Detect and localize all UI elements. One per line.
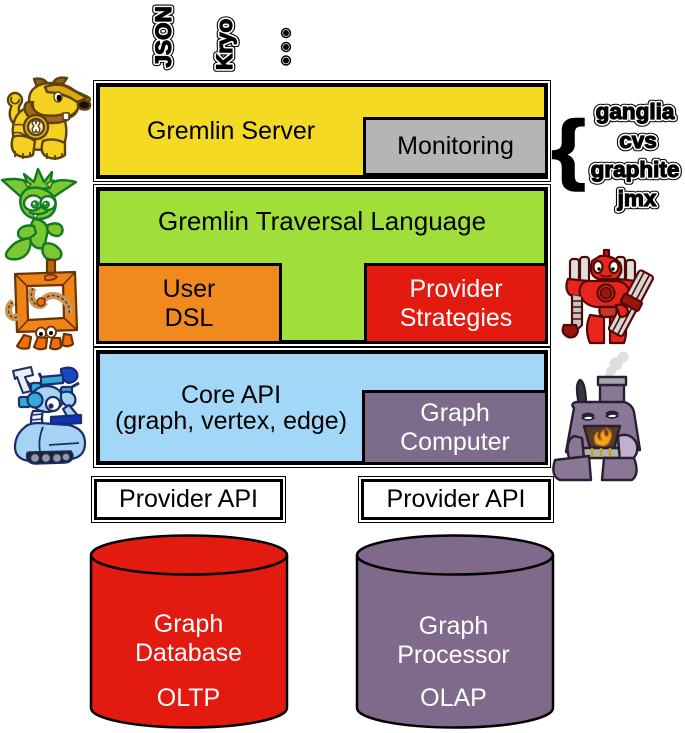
svg-text:graphite: graphite [591, 157, 680, 182]
svg-text:cvs: cvs [619, 128, 657, 153]
svg-text:ganglia: ganglia [596, 99, 675, 124]
svg-text:jmx: jmx [617, 186, 657, 211]
svg-text:jmx: jmx [617, 186, 657, 211]
svg-text:cvs: cvs [619, 128, 657, 153]
svg-text:JSON: JSON [151, 6, 176, 67]
svg-text:JSON: JSON [151, 6, 176, 67]
svg-text:{: { [551, 105, 585, 192]
svg-text:Kryo: Kryo [212, 19, 237, 70]
svg-text:graphite: graphite [591, 157, 680, 182]
svg-text:ganglia: ganglia [596, 99, 675, 124]
svg-text:Kryo: Kryo [212, 19, 237, 70]
svg-text:JSON: JSON [151, 6, 176, 67]
svg-text:ganglia: ganglia [596, 99, 675, 124]
svg-text:Kryo: Kryo [212, 19, 237, 70]
svg-text:jmx: jmx [617, 186, 657, 211]
svg-text:graphite: graphite [591, 157, 680, 182]
svg-text:cvs: cvs [619, 128, 657, 153]
